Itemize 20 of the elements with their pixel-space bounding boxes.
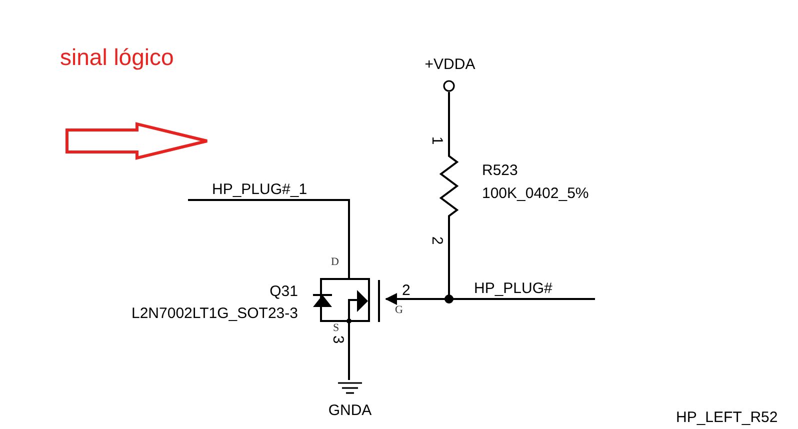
pin-number: 3 — [330, 335, 346, 344]
pin-number: 1 — [430, 136, 445, 145]
wire — [348, 333, 350, 380]
pin-name: D — [331, 257, 339, 268]
component-value: L2N7002LT1G_SOT23-3 — [132, 305, 298, 322]
pin-number: 2 — [402, 283, 410, 298]
pin-number: 2 — [430, 236, 445, 245]
ground-label: GNDA — [327, 402, 373, 419]
power-label: +VDDA — [424, 56, 476, 73]
annotation-text: sinal lógico — [60, 46, 174, 69]
pin-name: S — [333, 323, 340, 334]
net-label: HP_LEFT_R52 — [676, 410, 778, 425]
net-label: HP_PLUG# — [474, 281, 552, 296]
pin-name: G — [395, 305, 403, 316]
component-reference: R523 — [482, 162, 518, 179]
net-label: HP_PLUG#_1 — [212, 182, 308, 197]
component-value: 100K_0402_5% — [482, 185, 589, 202]
wire — [188, 199, 350, 255]
wire — [448, 92, 450, 150]
component-reference: Q31 — [270, 283, 298, 300]
